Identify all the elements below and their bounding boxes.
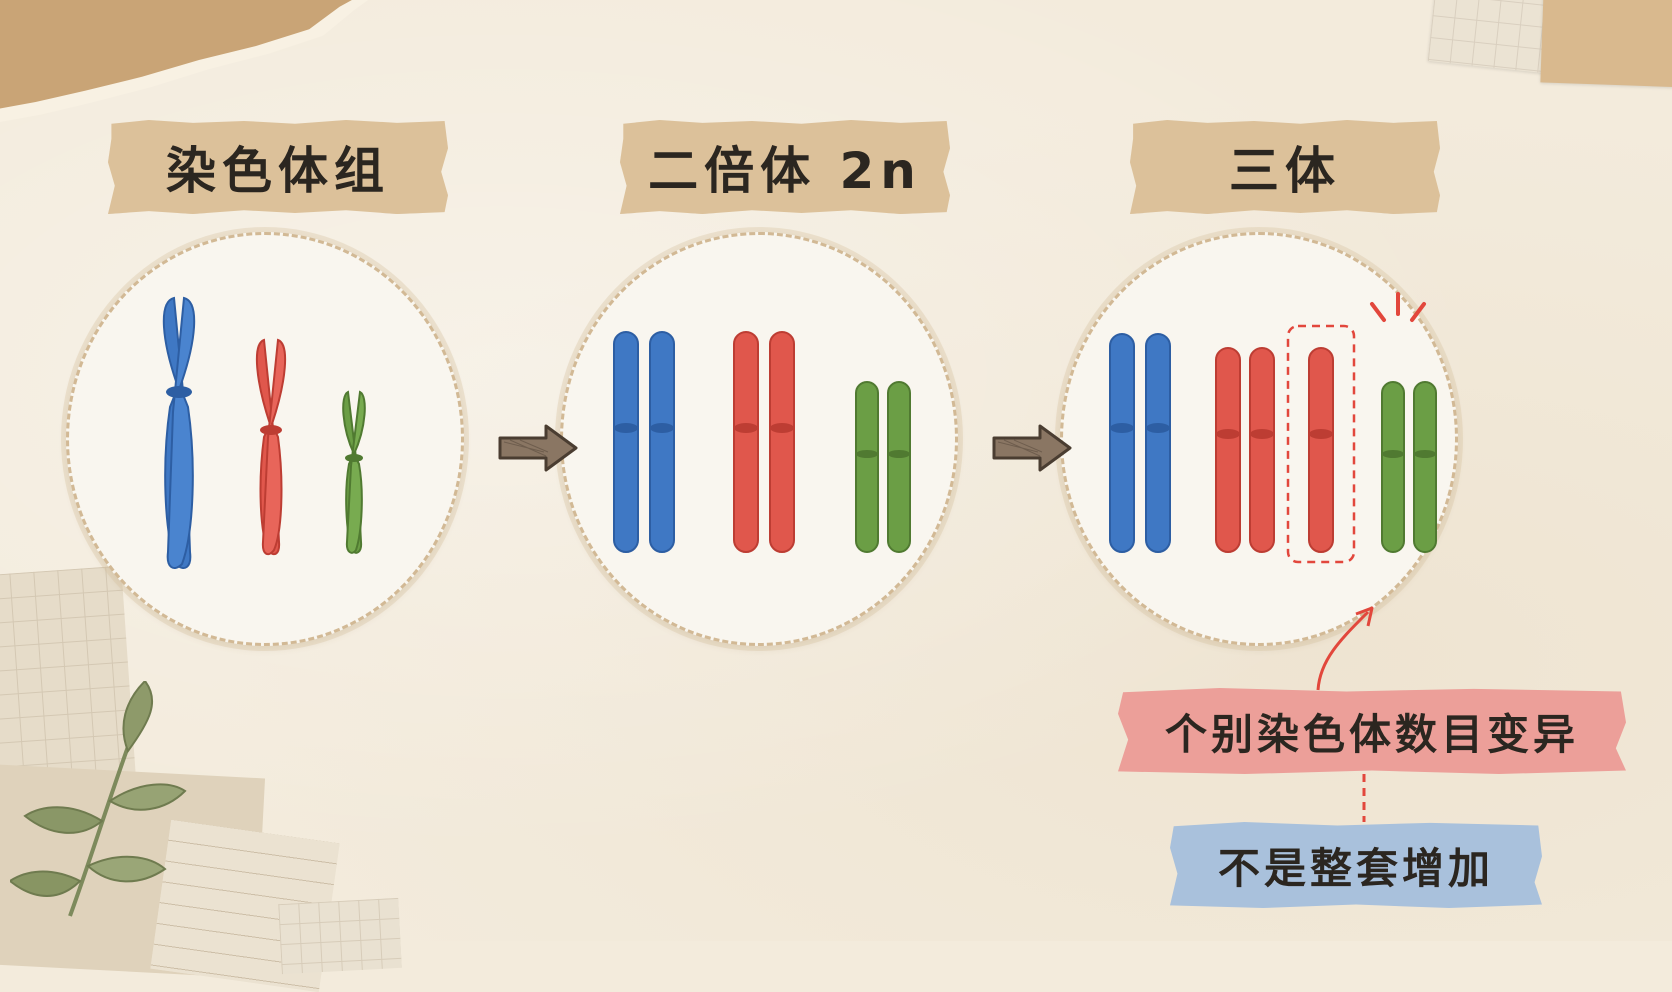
leaf-branch-icon: [10, 681, 187, 917]
arrow-right-icon: [498, 424, 578, 472]
label-trisomy: 三体: [1130, 120, 1440, 214]
blue-chromosome-pair: [1109, 333, 1171, 553]
sparkle-icon: [1370, 292, 1426, 322]
note-not-whole-set: 不是整套增加: [1170, 822, 1542, 908]
extra-red-chromosome: [1286, 324, 1356, 564]
grid-paper-scrap: [278, 897, 402, 975]
panel-chromosome-set: [66, 232, 464, 646]
green-chromosome-pair: [855, 381, 911, 553]
trisomy-drawing: [1109, 324, 1437, 564]
diploid-drawing: [613, 331, 911, 553]
label-diploid: 二倍体 2n: [620, 120, 950, 214]
green-chromosome: [342, 390, 366, 554]
red-chromosome-pair: [1215, 347, 1275, 553]
kraft-paper-scrap: [1540, 0, 1672, 88]
arrow-right-icon: [992, 424, 1072, 472]
label-chromosome-set-text: 染色体组: [166, 142, 390, 200]
note-aneuploidy: 个别染色体数目变异: [1118, 688, 1626, 774]
green-chromosome-pair: [1381, 381, 1437, 553]
red-chromosome: [255, 338, 287, 556]
blue-chromosome-pair: [613, 331, 675, 553]
note-not-whole-set-text: 不是整套增加: [1217, 843, 1494, 893]
red-chromosome-pair: [733, 331, 795, 553]
label-trisomy-text: 三体: [1229, 142, 1341, 200]
note-aneuploidy-text: 个别染色体数目变异: [1164, 709, 1579, 759]
chromosome-set-drawing: [162, 296, 366, 569]
label-diploid-text: 二倍体 2n: [648, 142, 922, 200]
label-chromosome-set: 染色体组: [108, 120, 448, 214]
blue-chromosome: [162, 296, 196, 569]
